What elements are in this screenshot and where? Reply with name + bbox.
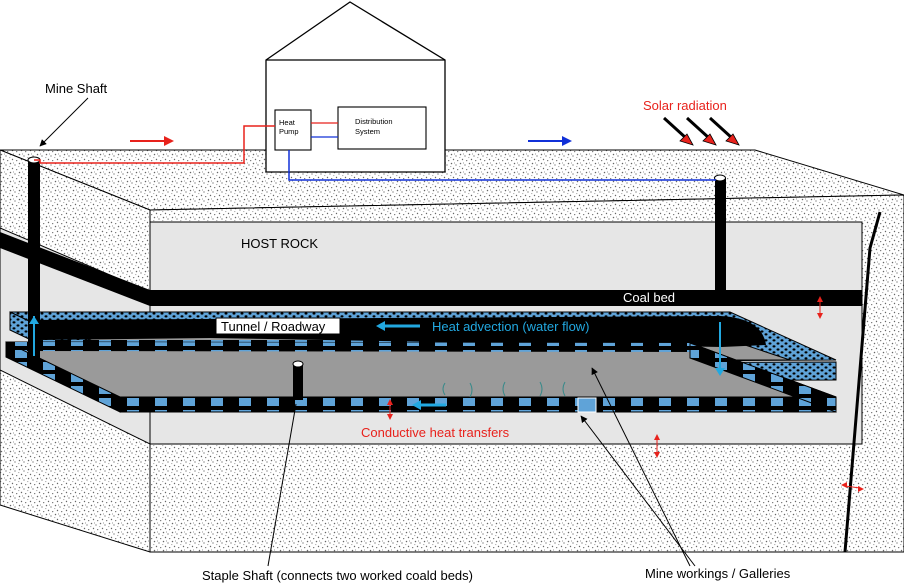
label-host-rock: HOST ROCK: [241, 236, 318, 251]
warm-pipe: [34, 125, 275, 164]
coal-bed-band: [150, 290, 862, 306]
advection-arrows: [376, 321, 446, 410]
cold-pipe: [288, 150, 716, 181]
label-heat-advection: Heat advection (water flow): [432, 319, 590, 334]
label-coal-bed: Coal bed: [623, 290, 675, 305]
mine-shaft: [27, 156, 41, 360]
lower-gallery-front: [119, 396, 837, 413]
label-heat-pump-1: Heat: [279, 118, 296, 127]
tunnel-roadway: [28, 316, 766, 347]
tunnel-body: [28, 316, 766, 347]
label-mine-shaft: Mine Shaft: [45, 81, 108, 96]
leader-lines: [39, 97, 696, 567]
return-shaft: [714, 174, 726, 376]
label-tunnel-roadway: Tunnel / Roadway: [221, 319, 326, 334]
label-distribution-2: System: [355, 127, 380, 136]
label-conductive-heat: Conductive heat transfers: [361, 425, 510, 440]
lower-gallery-edge: [6, 342, 700, 352]
double-arrow-1: [817, 296, 823, 319]
fault-line: [843, 211, 882, 553]
label-mine-workings: Mine workings / Galleries: [645, 566, 791, 581]
distribution-box: [337, 106, 427, 150]
double-arrow-2: [387, 399, 393, 420]
surface-flow-arrows: [130, 136, 572, 146]
heat-pump-box: [274, 109, 312, 151]
heat-double-arrows: [387, 296, 864, 492]
building: [265, 1, 446, 173]
label-solar-radiation: Solar radiation: [643, 98, 727, 113]
double-arrow-4: [841, 482, 864, 492]
lower-gallery: [5, 341, 837, 413]
staple-shaft: [292, 360, 304, 400]
solar-arrows: [662, 116, 740, 146]
lower-gallery-right: [689, 342, 837, 413]
gallery-highlight: [577, 397, 597, 413]
tunnel-label-box: [215, 317, 341, 335]
label-heat-pump-2: Pump: [279, 127, 299, 136]
double-arrow-3: [654, 434, 660, 458]
label-staple-shaft: Staple Shaft (connects two worked coald …: [202, 568, 473, 583]
label-distribution-1: Distribution: [355, 117, 393, 126]
heat-shimmer: [442, 381, 566, 398]
